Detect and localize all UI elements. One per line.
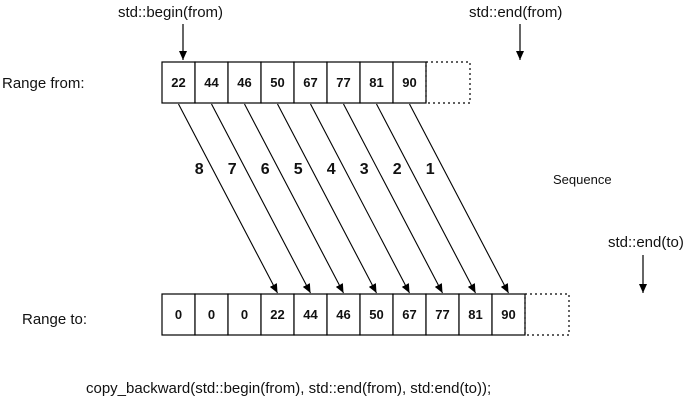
range-to-cell xyxy=(227,293,262,336)
range-to-cell-value: 22 xyxy=(270,307,284,322)
range-from-label: Range from: xyxy=(2,75,85,92)
copy-arrow xyxy=(277,103,377,294)
range-from-cell-value: 22 xyxy=(171,75,185,90)
range-to-cell-value: 50 xyxy=(369,307,383,322)
end-from-label: std::end(from) xyxy=(469,4,562,21)
range-to-cell-value: 90 xyxy=(501,307,515,322)
range-to-cell-value: 0 xyxy=(241,307,248,322)
range-to-cell xyxy=(425,293,460,336)
range-to-cell-value: 77 xyxy=(435,307,449,322)
code-line: copy_backward(std::begin(from), std::end… xyxy=(86,380,491,397)
range-to-label: Range to: xyxy=(22,311,87,328)
range-to-cell xyxy=(260,293,295,336)
sequence-number: 7 xyxy=(228,161,237,178)
copy-arrow xyxy=(409,103,509,294)
range-to-cell xyxy=(392,293,427,336)
range-to-cell-value: 0 xyxy=(175,307,182,322)
copy-arrow xyxy=(376,103,476,294)
range-to-cell-value: 44 xyxy=(303,307,318,322)
end-to-label: std::end(to) xyxy=(608,234,684,251)
range-to-cell xyxy=(359,293,394,336)
sequence-label: Sequence xyxy=(553,172,612,187)
range-to-cell-value: 81 xyxy=(468,307,482,322)
sequence-number: 1 xyxy=(426,161,435,178)
range-from-cell xyxy=(326,61,361,104)
range-from-array: 22 44 46 50 67 77 81 90 xyxy=(161,61,471,104)
sequence-number: 6 xyxy=(261,161,270,178)
range-from-cell xyxy=(359,61,394,104)
copy-arrow xyxy=(310,103,410,294)
range-from-cell-value: 77 xyxy=(336,75,350,90)
range-to-array: 0 0 0 22 44 46 50 67 77 81 90 xyxy=(161,293,570,336)
sequence-number: 8 xyxy=(195,161,204,178)
range-to-cell-value: 67 xyxy=(402,307,416,322)
range-to-cell-value: 46 xyxy=(336,307,350,322)
sequence-number: 2 xyxy=(393,161,402,178)
range-to-cell xyxy=(326,293,361,336)
range-from-cell xyxy=(260,61,295,104)
sequence-number: 5 xyxy=(294,161,303,178)
sequence-number: 3 xyxy=(360,161,369,178)
range-to-cell xyxy=(194,293,229,336)
copy-arrows: 8 7 6 5 4 3 2 1 xyxy=(178,103,509,294)
sequence-number: 4 xyxy=(327,161,336,178)
range-from-cell-value: 90 xyxy=(402,75,416,90)
range-to-cell xyxy=(161,293,196,336)
range-from-end-sentinel xyxy=(425,61,471,104)
range-from-cell xyxy=(227,61,262,104)
range-from-cell-value: 50 xyxy=(270,75,284,90)
range-from-cell-value: 44 xyxy=(204,75,219,90)
range-from-cell-value: 46 xyxy=(237,75,251,90)
range-from-cell-value: 81 xyxy=(369,75,383,90)
begin-from-label: std::begin(from) xyxy=(118,4,223,21)
copy-arrow xyxy=(244,103,344,294)
copy-arrow xyxy=(178,103,278,294)
copy-arrow xyxy=(343,103,443,294)
range-from-cell xyxy=(392,61,427,104)
range-to-cell xyxy=(491,293,526,336)
range-from-cell-value: 67 xyxy=(303,75,317,90)
range-to-cell-value: 0 xyxy=(208,307,215,322)
range-to-end-sentinel xyxy=(524,293,570,336)
copy-arrow xyxy=(211,103,311,294)
